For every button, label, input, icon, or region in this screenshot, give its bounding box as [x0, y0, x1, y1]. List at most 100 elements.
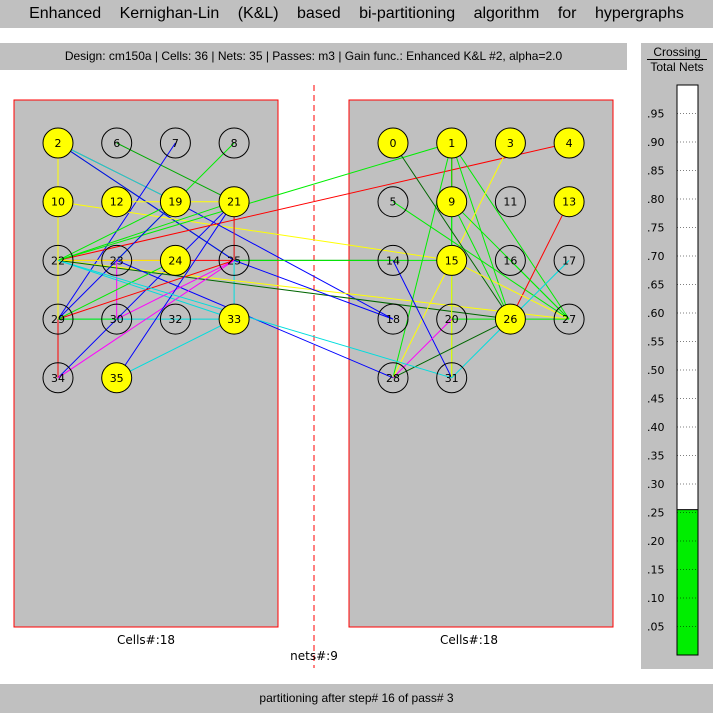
right-cell-count: Cells#:18 — [440, 633, 498, 647]
net-line-25-29 — [57, 259, 235, 320]
net-line-0-26 — [392, 142, 511, 320]
net-line-35-33 — [116, 318, 235, 379]
cell-node-34: 34 — [42, 362, 74, 394]
cell-label: 23 — [110, 254, 124, 267]
cell-node-20: 20 — [436, 303, 468, 335]
cell-node-30: 30 — [101, 303, 133, 335]
cell-label: 24 — [168, 254, 182, 267]
cell-label: 30 — [110, 313, 124, 326]
cell-label: 6 — [113, 137, 120, 150]
cell-label: 9 — [448, 196, 455, 209]
cell-node-26: 26 — [494, 303, 526, 335]
cell-node-27: 27 — [553, 303, 585, 335]
cell-label: 22 — [51, 254, 65, 267]
net-line-1-28 — [392, 142, 453, 378]
cell-node-1: 1 — [436, 127, 468, 159]
cell-circle — [436, 244, 468, 276]
cell-node-8: 8 — [218, 127, 250, 159]
cell-node-15: 15 — [436, 244, 468, 276]
cell-node-28: 28 — [377, 362, 409, 394]
cell-label: 19 — [168, 196, 182, 209]
cell-circle — [494, 244, 526, 276]
gauge-tick-label: .20 — [647, 535, 665, 548]
cell-circle — [377, 127, 409, 159]
cell-label: 13 — [562, 196, 576, 209]
cell-label: 14 — [386, 254, 400, 267]
cell-circle — [101, 303, 133, 335]
cell-node-35: 35 — [101, 362, 133, 394]
cell-label: 16 — [503, 254, 517, 267]
cell-label: 33 — [227, 313, 241, 326]
gauge-tick-label: .05 — [647, 621, 665, 634]
cell-circle — [436, 127, 468, 159]
cell-circle — [42, 244, 74, 276]
cell-circle — [101, 362, 133, 394]
cell-circle — [42, 127, 74, 159]
net-line-26-28 — [392, 318, 511, 379]
cell-circle — [218, 186, 250, 218]
gauge-tick-label: .45 — [647, 393, 665, 406]
nets-layer — [57, 142, 570, 379]
cell-node-4: 4 — [553, 127, 585, 159]
cell-circle — [101, 244, 133, 276]
cell-circle — [42, 186, 74, 218]
cell-node-12: 12 — [101, 186, 133, 218]
cell-node-13: 13 — [553, 186, 585, 218]
net-line-18-25 — [233, 259, 394, 320]
cell-label: 17 — [562, 254, 576, 267]
net-line-19-22 — [57, 201, 176, 261]
cell-label: 20 — [445, 313, 459, 326]
cell-label: 35 — [110, 372, 124, 385]
cell-label: 26 — [503, 313, 517, 326]
net-line-1-27 — [451, 142, 570, 320]
cell-node-0: 0 — [377, 127, 409, 159]
net-line-22-26 — [57, 259, 511, 320]
cell-label: 28 — [386, 372, 400, 385]
cell-node-33: 33 — [218, 303, 250, 335]
cell-node-5: 5 — [377, 186, 409, 218]
design-info-text: Design: cm150a | Cells: 36 | Nets: 35 | … — [64, 49, 563, 63]
gauge-tick-label: .95 — [647, 108, 665, 121]
gauge-tick-label: .10 — [647, 592, 665, 605]
net-line-29-24 — [57, 259, 176, 320]
gauge-tick-label: .50 — [647, 364, 665, 377]
cell-label: 15 — [445, 254, 459, 267]
net-line-31-22 — [57, 259, 452, 379]
cell-circle — [218, 244, 250, 276]
status-bar: partitioning after step# 16 of pass# 3 — [0, 684, 713, 713]
cell-circle — [494, 186, 526, 218]
cell-circle — [553, 186, 585, 218]
cell-label: 34 — [51, 372, 65, 385]
cell-label: 4 — [566, 137, 573, 150]
net-line-28-20 — [392, 318, 453, 379]
cell-circle — [218, 127, 250, 159]
cell-label: 29 — [51, 313, 65, 326]
cell-label: 31 — [445, 372, 459, 385]
gauge-fill-bar — [676, 509, 699, 656]
gauge-tick-label: .55 — [647, 336, 665, 349]
cell-circle — [377, 186, 409, 218]
gauge-title-total-nets: Total Nets — [650, 60, 704, 74]
cell-label: 11 — [503, 196, 517, 209]
cell-circle — [42, 303, 74, 335]
gauge-tick-label: .85 — [647, 165, 665, 178]
gauge-tick-label: .75 — [647, 222, 665, 235]
cell-node-7: 7 — [159, 127, 191, 159]
cell-label: 12 — [110, 196, 124, 209]
gauge-title: Crossing Total Nets — [641, 45, 713, 74]
net-line-22-4 — [57, 142, 570, 261]
cell-circle — [436, 303, 468, 335]
cell-node-29: 29 — [42, 303, 74, 335]
cell-circle — [553, 244, 585, 276]
gauge-title-crossing: Crossing — [647, 45, 707, 60]
gauge-tick-label: .60 — [647, 307, 665, 320]
cell-circle — [377, 303, 409, 335]
net-line-6-21 — [116, 142, 235, 203]
cell-node-32: 32 — [159, 303, 191, 335]
cell-node-18: 18 — [377, 303, 409, 335]
cell-circle — [436, 362, 468, 394]
gauge-tick-label: .65 — [647, 279, 665, 292]
cell-node-10: 10 — [42, 186, 74, 218]
cell-label: 2 — [55, 137, 62, 150]
